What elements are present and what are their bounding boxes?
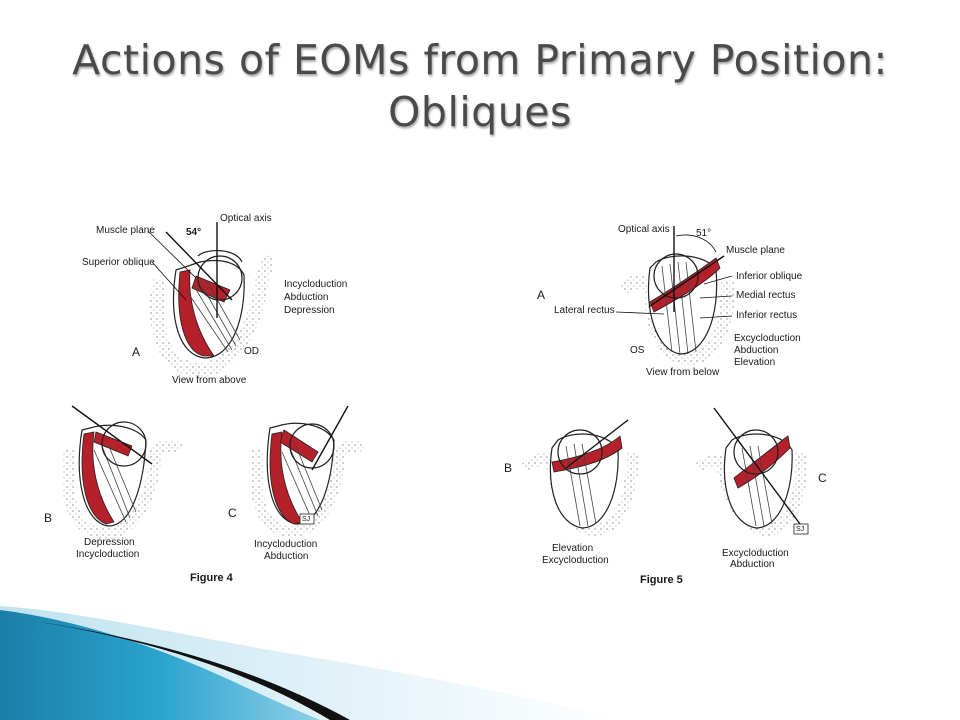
fig4b-action-2: Incycloduction	[76, 549, 140, 560]
fig4-panel-c-eye	[250, 405, 367, 539]
fig5b-action-2: Excycloduction	[542, 555, 609, 566]
fig5-panel-c-letter: C	[818, 471, 827, 485]
fig4-panel-b-letter: B	[44, 511, 53, 525]
fig5-panel-a-eye	[615, 226, 736, 366]
fig4-view-label: View from above	[172, 375, 247, 386]
fig5-medial-rectus-label: Medial rectus	[736, 290, 796, 301]
fig5-panel-c-eye	[695, 407, 809, 537]
fig4c-action-2: Abduction	[264, 551, 309, 562]
fig5-lateral-rectus-label: Lateral rectus	[554, 305, 615, 316]
fig4a-action-1: Incycloduction	[284, 279, 348, 290]
fig5-panel-b-eye	[521, 419, 639, 537]
fig5-panel-a-letter: A	[537, 288, 546, 302]
fig5-angle-label: 51°	[696, 228, 712, 239]
fig5-eye-label: OS	[630, 345, 645, 356]
fig5-inferior-oblique-label: Inferior oblique	[736, 271, 803, 282]
fig4-optical-axis-label: Optical axis	[220, 213, 272, 224]
fig4a-action-3: Depression	[284, 305, 335, 316]
figure-5-caption: Figure 5	[640, 574, 683, 586]
fig5-muscle-plane-label: Muscle plane	[726, 245, 785, 256]
fig5-optical-axis-label: Optical axis	[618, 224, 670, 235]
fig4-eye-label: OD	[244, 346, 259, 357]
fig5c-action-2: Abduction	[730, 559, 775, 570]
fig5a-action-3: Elevation	[734, 357, 776, 368]
fig5a-action-2: Abduction	[734, 345, 779, 356]
fig4-panel-b-eye	[61, 405, 184, 541]
fig4-panel-a-letter: A	[132, 345, 141, 359]
slide-title: Actions of EOMs from Primary Position: O…	[40, 34, 920, 138]
fig4-angle-label: 54°	[186, 227, 202, 238]
fig4-panel-c-letter: C	[228, 506, 237, 520]
fig4-panel-a-eye	[147, 222, 275, 378]
title-line-2: Obliques	[388, 88, 572, 136]
fig5-stamp: SJ	[796, 526, 805, 533]
fig4b-action-1: Depression	[84, 537, 135, 548]
fig5-view-label: View from below	[646, 367, 720, 378]
fig5-inferior-rectus-label: Inferior rectus	[736, 310, 798, 321]
fig4a-action-2: Abduction	[284, 292, 329, 303]
fig4-superior-oblique-label: Superior oblique	[82, 257, 155, 268]
fig4c-action-1: Incycloduction	[254, 539, 318, 550]
fig5b-action-1: Elevation	[552, 543, 594, 554]
fig5c-action-1: Excycloduction	[722, 548, 789, 559]
fig5a-action-1: Excycloduction	[734, 333, 801, 344]
fig5-panel-b-letter: B	[504, 461, 513, 475]
fig4-muscle-plane-label: Muscle plane	[96, 225, 155, 236]
figure-4-caption: Figure 4	[190, 572, 233, 584]
fig4-stamp: SJ	[302, 516, 311, 523]
title-line-1: Actions of EOMs from Primary Position:	[72, 36, 888, 84]
